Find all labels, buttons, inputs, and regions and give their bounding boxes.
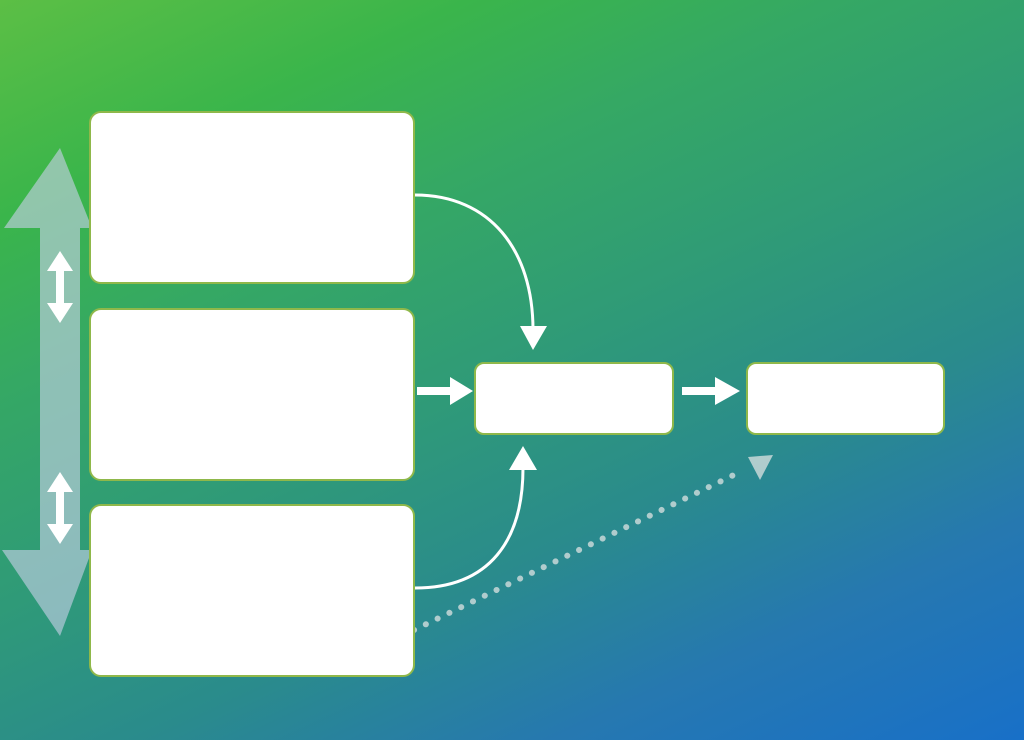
arrowhead-box4-to-box5 [715, 377, 740, 405]
process-box-1 [89, 111, 415, 284]
connector-box3-to-box4 [414, 467, 525, 590]
connector-box2-to-box4 [417, 387, 453, 395]
output-box [746, 362, 945, 435]
arrowhead-box1-to-box4 [520, 326, 547, 350]
process-box-2 [89, 308, 415, 481]
bidirectional-arrow-1-2 [47, 251, 73, 323]
arrowhead-dotted-box3-to-box5 [748, 455, 773, 480]
bidirectional-arrow-2-3 [47, 472, 73, 544]
merge-box [474, 362, 674, 435]
vertical-span-arrow [2, 148, 92, 636]
dotted-connector-box3-to-box5 [411, 467, 747, 633]
arrowhead-box3-to-box4 [509, 446, 537, 470]
connector-box4-to-box5 [682, 387, 718, 395]
process-box-3 [89, 504, 415, 677]
connector-box1-to-box4 [414, 193, 535, 331]
arrowhead-box2-to-box4 [450, 377, 473, 405]
